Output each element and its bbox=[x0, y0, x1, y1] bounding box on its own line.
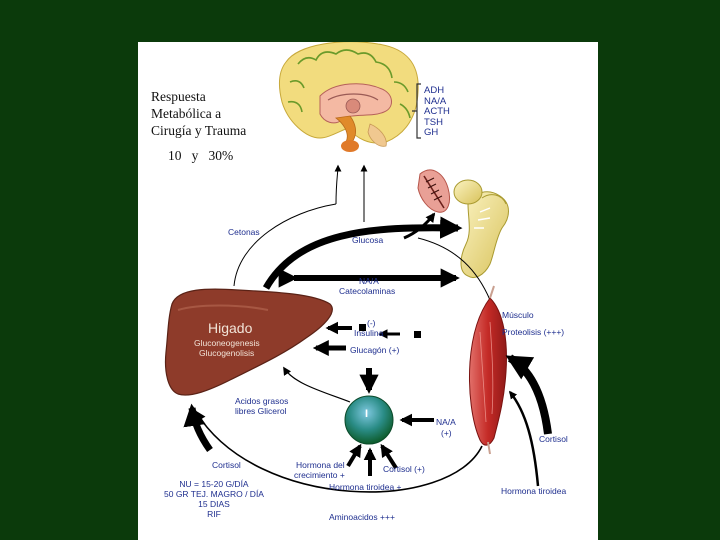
label-cortisol-left: Cortisol bbox=[212, 460, 241, 470]
arrow-hormona-crec bbox=[346, 443, 362, 468]
label-aminoacidos: Aminoacidos +++ bbox=[329, 512, 395, 522]
hormone-na-a: NA/A bbox=[424, 95, 447, 107]
label-gluconeogenesis: Gluconeogenesis bbox=[194, 338, 260, 348]
label-hormona-tiroidea: Hormona tiroidea bbox=[501, 486, 567, 496]
label-glucosa: Glucosa bbox=[352, 235, 384, 245]
insulina-left-marker bbox=[359, 324, 366, 331]
label-pancreas-letter: I bbox=[365, 408, 369, 420]
label-na-a: NA/A bbox=[359, 276, 379, 286]
slide-panel: Respuesta Metabólica a Cirugía y Trauma … bbox=[138, 42, 598, 540]
label-hormona-crec-1: Hormona del bbox=[296, 460, 345, 470]
arrow-to-brain-1 bbox=[334, 164, 342, 205]
label-hormona-tiroidea-plus: Hormona tiroidea + bbox=[329, 482, 402, 492]
arrow-acidos-grasos bbox=[283, 366, 351, 403]
hormone-bracket bbox=[412, 83, 421, 139]
label-glucagon: Glucagón (+) bbox=[350, 345, 400, 355]
hormone-tsh: TSH bbox=[424, 116, 443, 128]
label-cetonas: Cetonas bbox=[228, 227, 260, 237]
curve-liver-brain bbox=[233, 203, 337, 287]
label-na-a-plus-2: (+) bbox=[441, 428, 452, 438]
bone-illustration bbox=[453, 179, 509, 278]
label-na-a-plus-1: NA/A bbox=[436, 417, 456, 427]
slide-title: Respuesta Metabólica a Cirugía y Trauma bbox=[151, 88, 246, 139]
arc-to-muscle bbox=[417, 237, 491, 301]
label-glucogenolisis: Glucogenolisis bbox=[199, 348, 255, 358]
muscle-illustration bbox=[469, 285, 507, 455]
label-cortisol-right: Cortisol bbox=[539, 434, 568, 444]
label-acidos-1: Acidos grasos bbox=[235, 396, 289, 406]
diagram-canvas bbox=[164, 42, 552, 493]
arrow-aminoacidos bbox=[194, 410, 483, 493]
hormone-adh: ADH bbox=[424, 85, 445, 96]
arrow-tiroidea-muscle bbox=[509, 390, 540, 487]
sutured-wound-illustration bbox=[417, 169, 451, 213]
title-line-1: Respuesta bbox=[151, 89, 206, 104]
label-hormona-crec-2: crecimiento + bbox=[294, 470, 345, 480]
nitrogen-line-4: RIF bbox=[207, 509, 221, 519]
insulina-right-marker bbox=[414, 331, 421, 338]
title-line-3: Cirugía y Trauma bbox=[151, 123, 247, 138]
label-proteolisis: Proteolisis (+++) bbox=[502, 327, 565, 337]
hormone-list: ADH NA/A ACTH TSH GH bbox=[424, 85, 450, 139]
pancreas-circle bbox=[344, 395, 394, 445]
label-catecolaminas: Catecolaminas bbox=[339, 286, 396, 296]
nitrogen-line-1: NU = 15-20 G/DÍA bbox=[179, 479, 249, 489]
title-line-2: Metabólica a bbox=[151, 106, 222, 121]
label-cortisol-plus: Cortisol (+) bbox=[383, 464, 425, 474]
label-acidos-2: libres Glicerol bbox=[235, 406, 287, 416]
liver-illustration bbox=[164, 288, 333, 396]
nitrogen-line-2: 50 GR TEJ. MAGRO / DÍA bbox=[164, 489, 264, 499]
label-insulina: Insulina bbox=[354, 328, 384, 338]
arrow-cortisol-plus bbox=[380, 443, 398, 470]
label-higado: Higado bbox=[208, 320, 253, 336]
label-musculo: Músculo bbox=[502, 310, 534, 320]
hormone-gh: GH bbox=[424, 127, 439, 138]
label-insulina-sign: (-) bbox=[367, 318, 376, 328]
percent-text: 10 y 30% bbox=[168, 148, 234, 163]
arrow-cortisol-muscle bbox=[505, 354, 552, 435]
nitrogen-balance-block: NU = 15-20 G/DÍA 50 GR TEJ. MAGRO / DÍA … bbox=[154, 479, 274, 519]
arrow-cortisol-liver bbox=[183, 403, 213, 453]
brain-illustration bbox=[278, 42, 419, 152]
arrow-glucosa-wound bbox=[403, 212, 436, 240]
hormone-acth: ACTH bbox=[424, 106, 450, 117]
nitrogen-line-3: 15 DIAS bbox=[198, 499, 230, 509]
